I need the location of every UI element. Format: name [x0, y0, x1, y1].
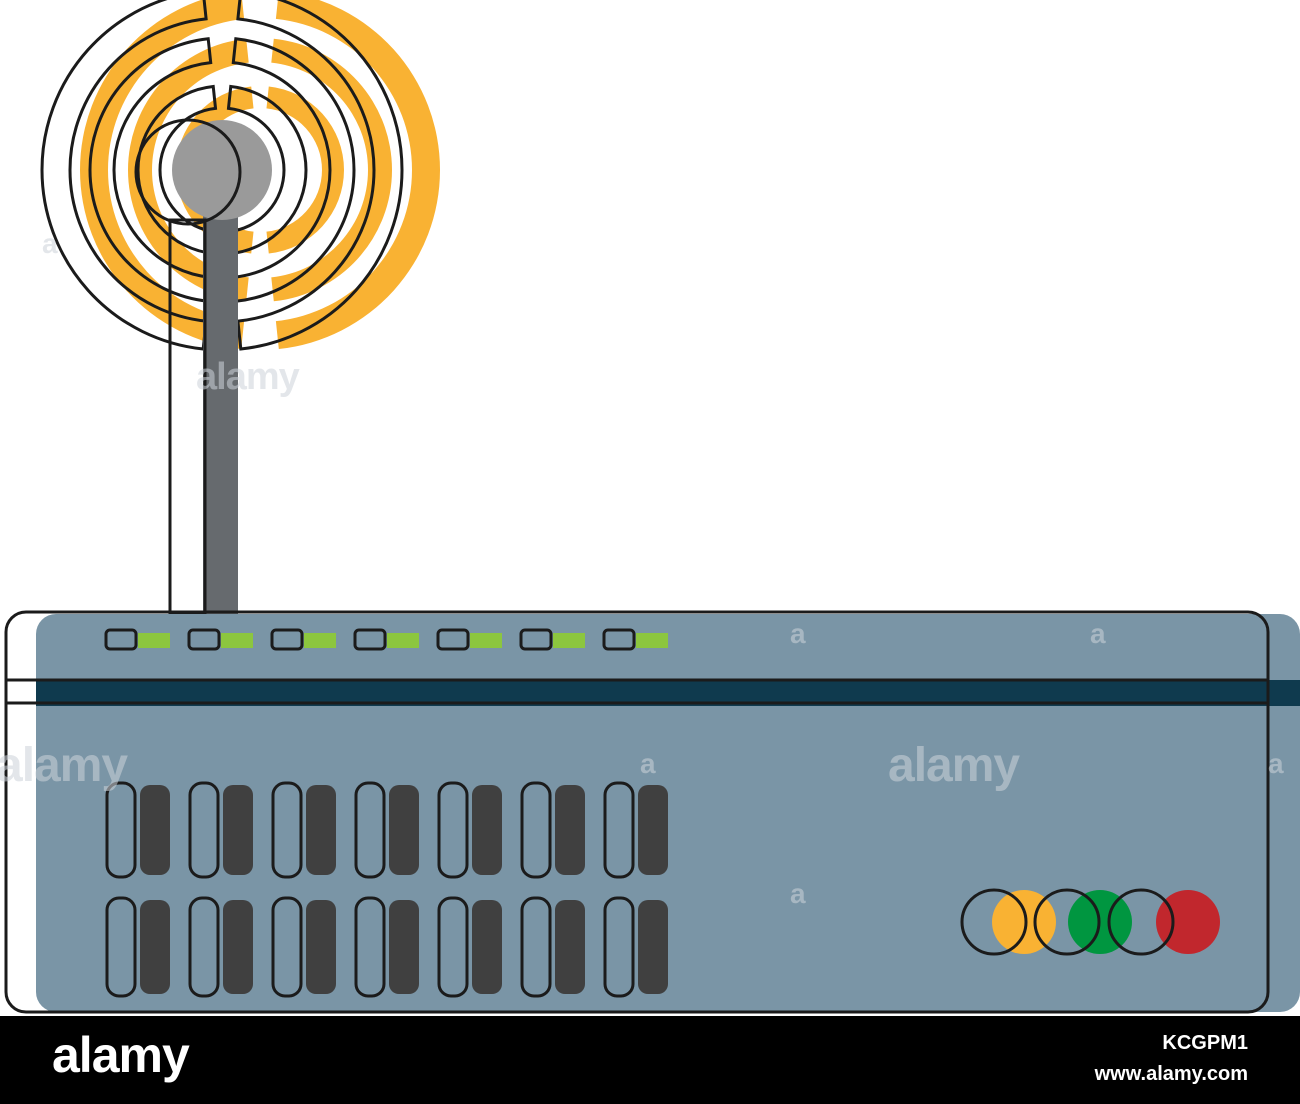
antenna-top — [172, 120, 272, 220]
port-outline — [520, 896, 552, 998]
router-body-outline — [4, 610, 1270, 1014]
led-outline — [104, 628, 138, 651]
signal-arc-outline — [88, 37, 213, 303]
port-outline — [188, 896, 220, 998]
led-light — [553, 633, 585, 648]
port-shadow — [472, 785, 502, 875]
signal-arc-outline — [236, 0, 404, 351]
signal-arcs-outline — [40, 0, 404, 351]
port-outline — [354, 781, 386, 879]
port-outline — [271, 896, 303, 998]
status-light-outline — [960, 888, 1028, 956]
port-outline — [603, 781, 635, 879]
signal-arc-outline — [136, 84, 218, 256]
led-light — [138, 633, 170, 648]
port-outline — [437, 896, 469, 998]
status-light-outline — [1107, 888, 1175, 956]
signal-arc-fill — [271, 38, 392, 302]
footer-logo: alamy — [52, 1027, 190, 1083]
led-outline — [270, 628, 304, 651]
port-shadow — [389, 785, 419, 875]
watermark-letter: a — [1090, 618, 1106, 649]
port-shadow — [140, 900, 170, 994]
signal-arc-outline — [40, 0, 208, 351]
signal-arc-fill — [275, 0, 441, 350]
watermark-letter: a — [790, 878, 806, 909]
status-light — [1156, 890, 1220, 954]
led-outline — [519, 628, 553, 651]
port-outline — [188, 781, 220, 879]
port-outline — [354, 896, 386, 998]
signal-arc-fill — [128, 38, 249, 302]
antenna-icon — [134, 118, 272, 617]
port-outline — [520, 781, 552, 879]
port-outline — [603, 896, 635, 998]
led-indicators — [104, 628, 668, 651]
port-shadow — [638, 785, 668, 875]
led-outline — [602, 628, 636, 651]
watermark-text: alamy — [196, 356, 300, 398]
led-outline — [353, 628, 387, 651]
signal-arc-fill — [266, 86, 345, 254]
footer-url: www.alamy.com — [1094, 1063, 1248, 1085]
status-lights — [960, 888, 1220, 956]
led-light — [221, 633, 253, 648]
image-id: KCGPM1 — [1162, 1032, 1248, 1054]
watermark-letter: a — [790, 618, 806, 649]
port-outline — [105, 896, 137, 998]
port-shadow — [223, 785, 253, 875]
watermark-letter: a — [42, 228, 58, 259]
port-shadow — [389, 900, 419, 994]
watermark-letter: a — [640, 748, 656, 779]
led-outline — [436, 628, 470, 651]
status-light — [992, 890, 1056, 954]
led-light — [304, 633, 336, 648]
footer-bar: alamy KCGPM1 www.alamy.com — [0, 1016, 1300, 1104]
led-light — [636, 633, 668, 648]
watermark-text: alamy — [888, 739, 1020, 792]
watermark-text: alamy — [0, 739, 128, 792]
port-shadow — [140, 785, 170, 875]
led-light — [470, 633, 502, 648]
port-outline — [437, 781, 469, 879]
antenna-pole — [203, 180, 238, 614]
status-light-outline — [1033, 888, 1101, 956]
port-shadow — [472, 900, 502, 994]
footer-info: KCGPM1 www.alamy.com — [1095, 1030, 1248, 1088]
port-shadow — [555, 900, 585, 994]
router-illustration — [4, 0, 1300, 1014]
led-outline — [187, 628, 221, 651]
port-shadow — [306, 785, 336, 875]
watermark-letter: a — [1268, 748, 1284, 779]
port-outline — [105, 781, 137, 879]
ethernet-ports — [105, 781, 668, 998]
port-outline — [271, 781, 303, 879]
antenna-top-outline — [134, 118, 242, 226]
led-light — [387, 633, 419, 648]
port-shadow — [223, 900, 253, 994]
port-shadow — [306, 900, 336, 994]
port-shadow — [638, 900, 668, 994]
port-shadow — [555, 785, 585, 875]
